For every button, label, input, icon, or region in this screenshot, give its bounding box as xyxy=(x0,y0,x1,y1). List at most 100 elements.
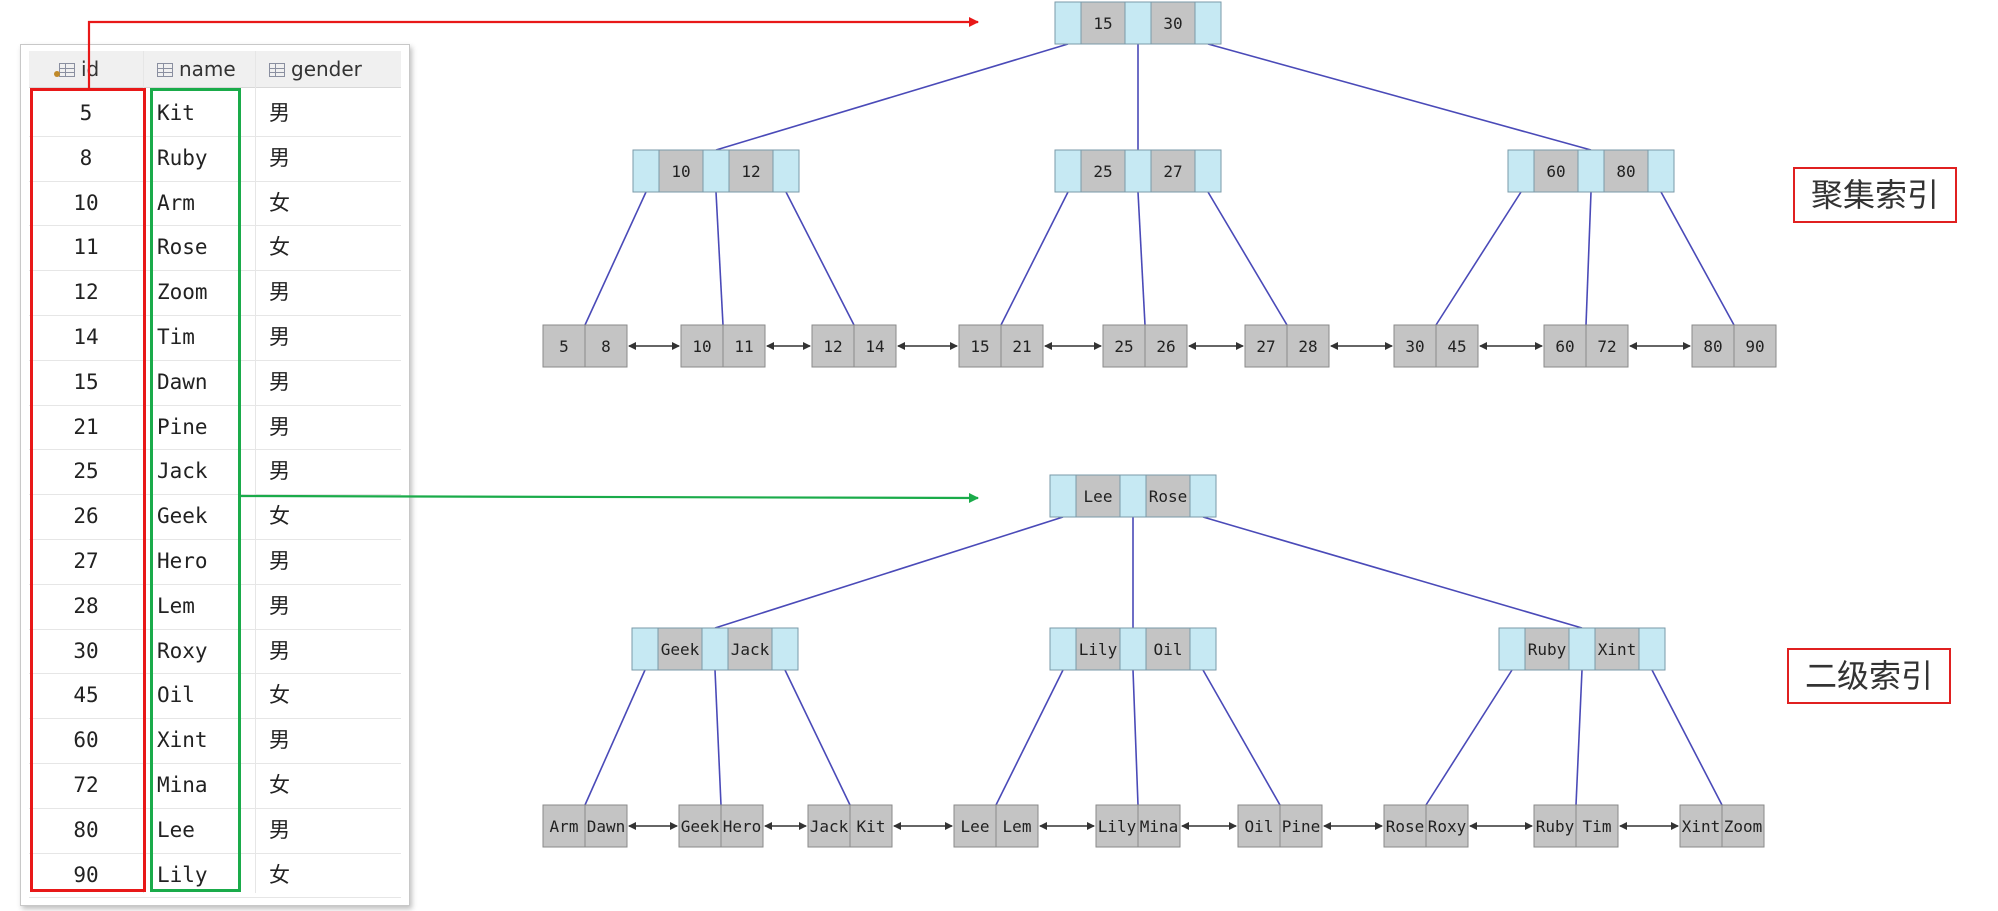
cell-name: Arm xyxy=(157,190,195,215)
leaf-key-cell xyxy=(680,324,724,368)
leaf-key-label: 8 xyxy=(601,337,611,356)
pointer-cell xyxy=(1054,149,1082,193)
tree-edges xyxy=(584,43,1735,350)
cell-id: 60 xyxy=(73,728,99,753)
tree-edge xyxy=(784,669,851,806)
leaf-key-cell xyxy=(722,324,766,368)
leaf-key-cell xyxy=(1137,804,1181,848)
leaf-key-cell xyxy=(542,324,586,368)
leaf-key-cell xyxy=(1585,324,1629,368)
cell-gender: 男 xyxy=(269,549,290,573)
cell-id: 90 xyxy=(73,862,99,887)
leaf-key-cell xyxy=(678,804,722,848)
leaf-key-label: Geek xyxy=(681,817,720,836)
leaf-key-label: Lem xyxy=(1003,817,1032,836)
pointer-cell xyxy=(1119,627,1147,671)
pointer-cell xyxy=(1568,627,1596,671)
cell-gender: 男 xyxy=(269,101,290,125)
secondary-index-label: 二级索引 xyxy=(1787,648,1951,704)
id-to-clustered-arrow xyxy=(87,17,979,88)
leaf-key-label: 21 xyxy=(1012,337,1031,356)
pointer-cell xyxy=(1577,149,1605,193)
pointer-cell xyxy=(1124,1,1152,45)
header-name[interactable]: name xyxy=(157,51,236,87)
leaf-key-label: 28 xyxy=(1298,337,1317,356)
tree-edge xyxy=(714,516,1064,629)
leaf-key-cell xyxy=(1691,324,1735,368)
leaf-key-cell xyxy=(1575,804,1619,848)
key-label: Xint xyxy=(1598,640,1637,659)
header-gender[interactable]: gender xyxy=(269,51,362,87)
table-header: id name gender xyxy=(29,51,401,88)
key-cell xyxy=(1524,627,1570,671)
cell-name: Lily xyxy=(157,862,208,887)
leaf-key-label: 45 xyxy=(1447,337,1466,356)
cell-gender: 男 xyxy=(269,369,290,394)
cell-gender: 女 xyxy=(269,504,290,529)
leaf-key-cell xyxy=(958,324,1002,368)
tree-edge xyxy=(1651,669,1723,806)
key-label: 60 xyxy=(1546,162,1565,181)
tree-edge xyxy=(785,191,855,326)
cell-name: Ruby xyxy=(157,145,208,170)
tree-edge xyxy=(584,669,646,806)
header-id[interactable]: id xyxy=(54,51,99,87)
key-label: Geek xyxy=(661,640,700,659)
clustered-index-label: 聚集索引 xyxy=(1793,167,1957,223)
tree-edge xyxy=(715,43,1069,151)
column-icon xyxy=(157,63,173,77)
cell-name: Rose xyxy=(157,235,208,260)
leaf-key-label: 90 xyxy=(1745,337,1764,356)
tree-edge xyxy=(714,669,722,806)
leaf-node: 80 90 xyxy=(1691,324,1777,368)
leaf-key-label: 80 xyxy=(1703,337,1722,356)
key-cell xyxy=(1145,627,1191,671)
cell-gender: 男 xyxy=(269,280,290,305)
cell-gender: 女 xyxy=(269,190,290,215)
cell-gender: 女 xyxy=(269,683,290,708)
pointer-cell xyxy=(632,149,660,193)
tree-edge xyxy=(1202,669,1281,806)
leaf-key-label: Jack xyxy=(810,817,849,836)
leaf-key-cell xyxy=(807,804,851,848)
cell-gender: 男 xyxy=(269,593,290,618)
cell-id: 72 xyxy=(73,773,99,797)
key-label: 27 xyxy=(1163,162,1182,181)
key-label: 30 xyxy=(1163,14,1182,33)
header-gender-label: gender xyxy=(291,57,362,81)
pointer-cell xyxy=(1507,149,1535,193)
cell-name: Mina xyxy=(157,773,208,797)
cell-id: 12 xyxy=(73,280,99,305)
pointer-cell xyxy=(1189,627,1217,671)
cell-name: Lee xyxy=(157,817,195,842)
cell-name: Hero xyxy=(157,549,208,573)
